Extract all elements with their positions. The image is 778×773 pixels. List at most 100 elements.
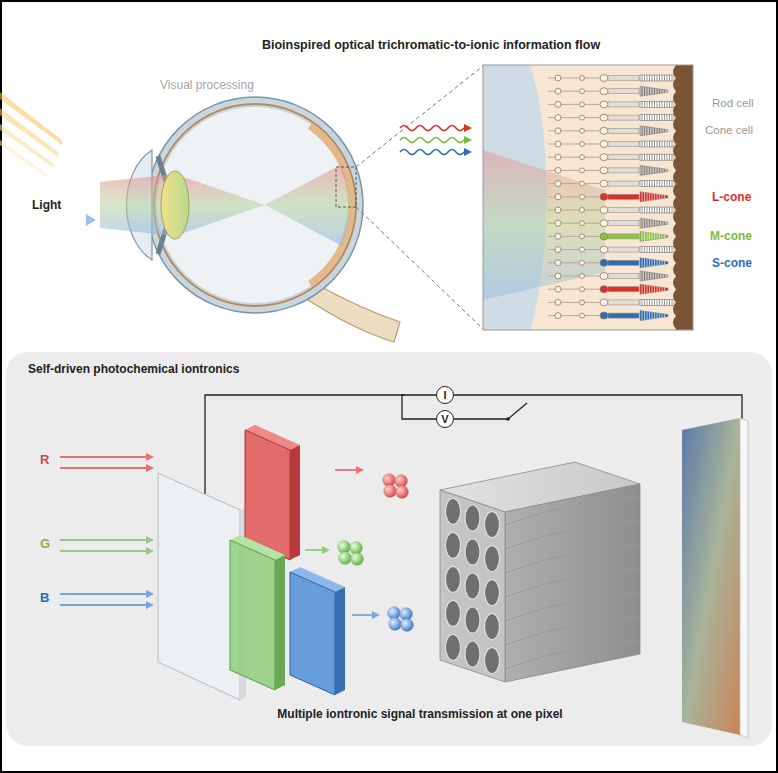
photoreceptor-cells xyxy=(600,207,608,214)
membrane-pores xyxy=(465,641,480,667)
membrane-pores xyxy=(485,546,500,572)
photoreceptor-cells xyxy=(608,142,639,147)
photoreceptor-cells xyxy=(608,194,639,199)
photoreceptor-cells xyxy=(608,274,639,279)
incident-light-arrows xyxy=(146,547,154,555)
photoreceptor-cells xyxy=(649,207,650,213)
photoreceptor-cells xyxy=(647,127,648,135)
photoreceptor-cells xyxy=(600,286,608,293)
photoreceptor-cells xyxy=(644,299,645,305)
photoreceptor-cells xyxy=(608,168,639,173)
photoreceptor-cells xyxy=(647,207,648,213)
photoreceptor-cells xyxy=(659,287,660,291)
photoreceptor-cells xyxy=(608,89,639,94)
photoreceptor-cells xyxy=(662,141,663,147)
photoreceptor-cells xyxy=(662,129,663,133)
wave-head xyxy=(464,136,472,144)
photoreceptor-cells xyxy=(662,101,663,107)
photoreceptor-cells xyxy=(642,75,643,81)
photoreceptor-cells xyxy=(644,219,645,228)
photoreceptor-cells xyxy=(580,128,585,133)
photoreceptor-cells xyxy=(657,194,658,199)
photoreceptor-cells xyxy=(657,128,658,133)
photoreceptor-cells xyxy=(649,75,650,81)
photoreceptor-cells xyxy=(608,313,639,318)
photoreceptor-cells xyxy=(580,142,585,147)
photoreceptor-cells xyxy=(657,154,658,160)
photoreceptor-cells xyxy=(642,218,643,227)
photoreceptor-cells xyxy=(647,285,648,293)
light-waves xyxy=(400,126,464,131)
photoreceptor-cells xyxy=(640,115,674,121)
photoreceptor-cells xyxy=(642,247,643,253)
photoreceptor-cells xyxy=(667,101,668,107)
photoreceptor-cells xyxy=(555,101,561,107)
photoreceptor-cells xyxy=(662,274,663,278)
photoreceptor-cells xyxy=(654,260,655,266)
circuit-wires xyxy=(454,418,508,419)
photoreceptor-cells xyxy=(654,207,655,213)
photoreceptor-cells xyxy=(652,247,653,253)
photoreceptor-cells xyxy=(640,207,674,213)
incident-light-arrows xyxy=(60,593,146,595)
iontronic-illustration xyxy=(60,395,748,738)
photoreceptor-cells xyxy=(600,114,608,121)
photoreceptor-cells xyxy=(555,115,561,121)
photoreceptor-cells xyxy=(642,126,643,135)
photoreceptor-cells xyxy=(662,221,663,225)
photoreceptor-cells xyxy=(662,235,663,239)
photoreceptor-cells xyxy=(659,141,660,147)
photoreceptor-cells xyxy=(662,261,663,265)
photoreceptor-cells xyxy=(657,299,658,305)
photoreceptor-cells xyxy=(640,86,668,96)
photoreceptor-cells xyxy=(657,207,658,213)
ion-clusters xyxy=(389,618,402,631)
photoreceptor-cells xyxy=(657,313,658,318)
photoreceptor-cells xyxy=(649,127,650,134)
lens xyxy=(161,171,189,239)
photoreceptor-cells xyxy=(669,115,670,121)
photoreceptor-cells xyxy=(659,101,660,107)
sun-rays xyxy=(0,140,48,178)
photoreceptor-cells xyxy=(664,299,665,305)
photoreceptor-cells xyxy=(600,167,608,174)
photoreceptor-cells xyxy=(652,273,653,280)
photoreceptor-cells xyxy=(608,102,639,107)
light-waves xyxy=(400,138,464,143)
photoreceptor-cells xyxy=(644,207,645,213)
membrane-pores xyxy=(505,545,640,573)
photoreceptor-cells xyxy=(662,299,663,305)
photoreceptor-cells xyxy=(672,154,673,160)
photoreceptor-cells xyxy=(647,259,648,267)
retina-inset xyxy=(483,65,693,330)
photoreceptor-cells xyxy=(580,181,585,186)
photoreceptor-cells xyxy=(580,89,585,94)
photoreceptor-cells xyxy=(649,247,650,253)
photoreceptor-cells xyxy=(580,234,585,239)
photoreceptor-cells xyxy=(654,194,655,200)
photoreceptor-cells xyxy=(647,115,648,121)
meter-circle: V xyxy=(436,410,454,428)
photoreceptor-cells xyxy=(657,75,658,81)
photoreceptor-cells xyxy=(662,287,663,291)
photoreceptor-cells xyxy=(667,181,668,187)
membrane-pores xyxy=(446,634,461,660)
panel-heading: Self-driven photochemical iontronics xyxy=(28,362,239,376)
photoreceptor-cells xyxy=(649,154,650,160)
photoreceptor-cells xyxy=(600,154,608,161)
incident-light-arrows xyxy=(60,456,146,458)
photoreceptor-cells xyxy=(608,247,639,252)
photoreceptor-cells xyxy=(640,247,674,253)
photoreceptor-cells xyxy=(654,273,655,279)
incident-light-arrows xyxy=(60,550,146,552)
photoreceptor-cells xyxy=(600,259,608,266)
photoreceptor-cells xyxy=(644,232,645,241)
zoom-box xyxy=(336,167,356,207)
photoreceptor-cells xyxy=(555,194,561,200)
cone-label: S-cone xyxy=(712,256,752,270)
photoreceptor-cells xyxy=(672,141,673,147)
photoreceptor-cells xyxy=(642,166,643,175)
retina-inset xyxy=(483,65,693,330)
photoreceptor-cells xyxy=(580,221,585,226)
